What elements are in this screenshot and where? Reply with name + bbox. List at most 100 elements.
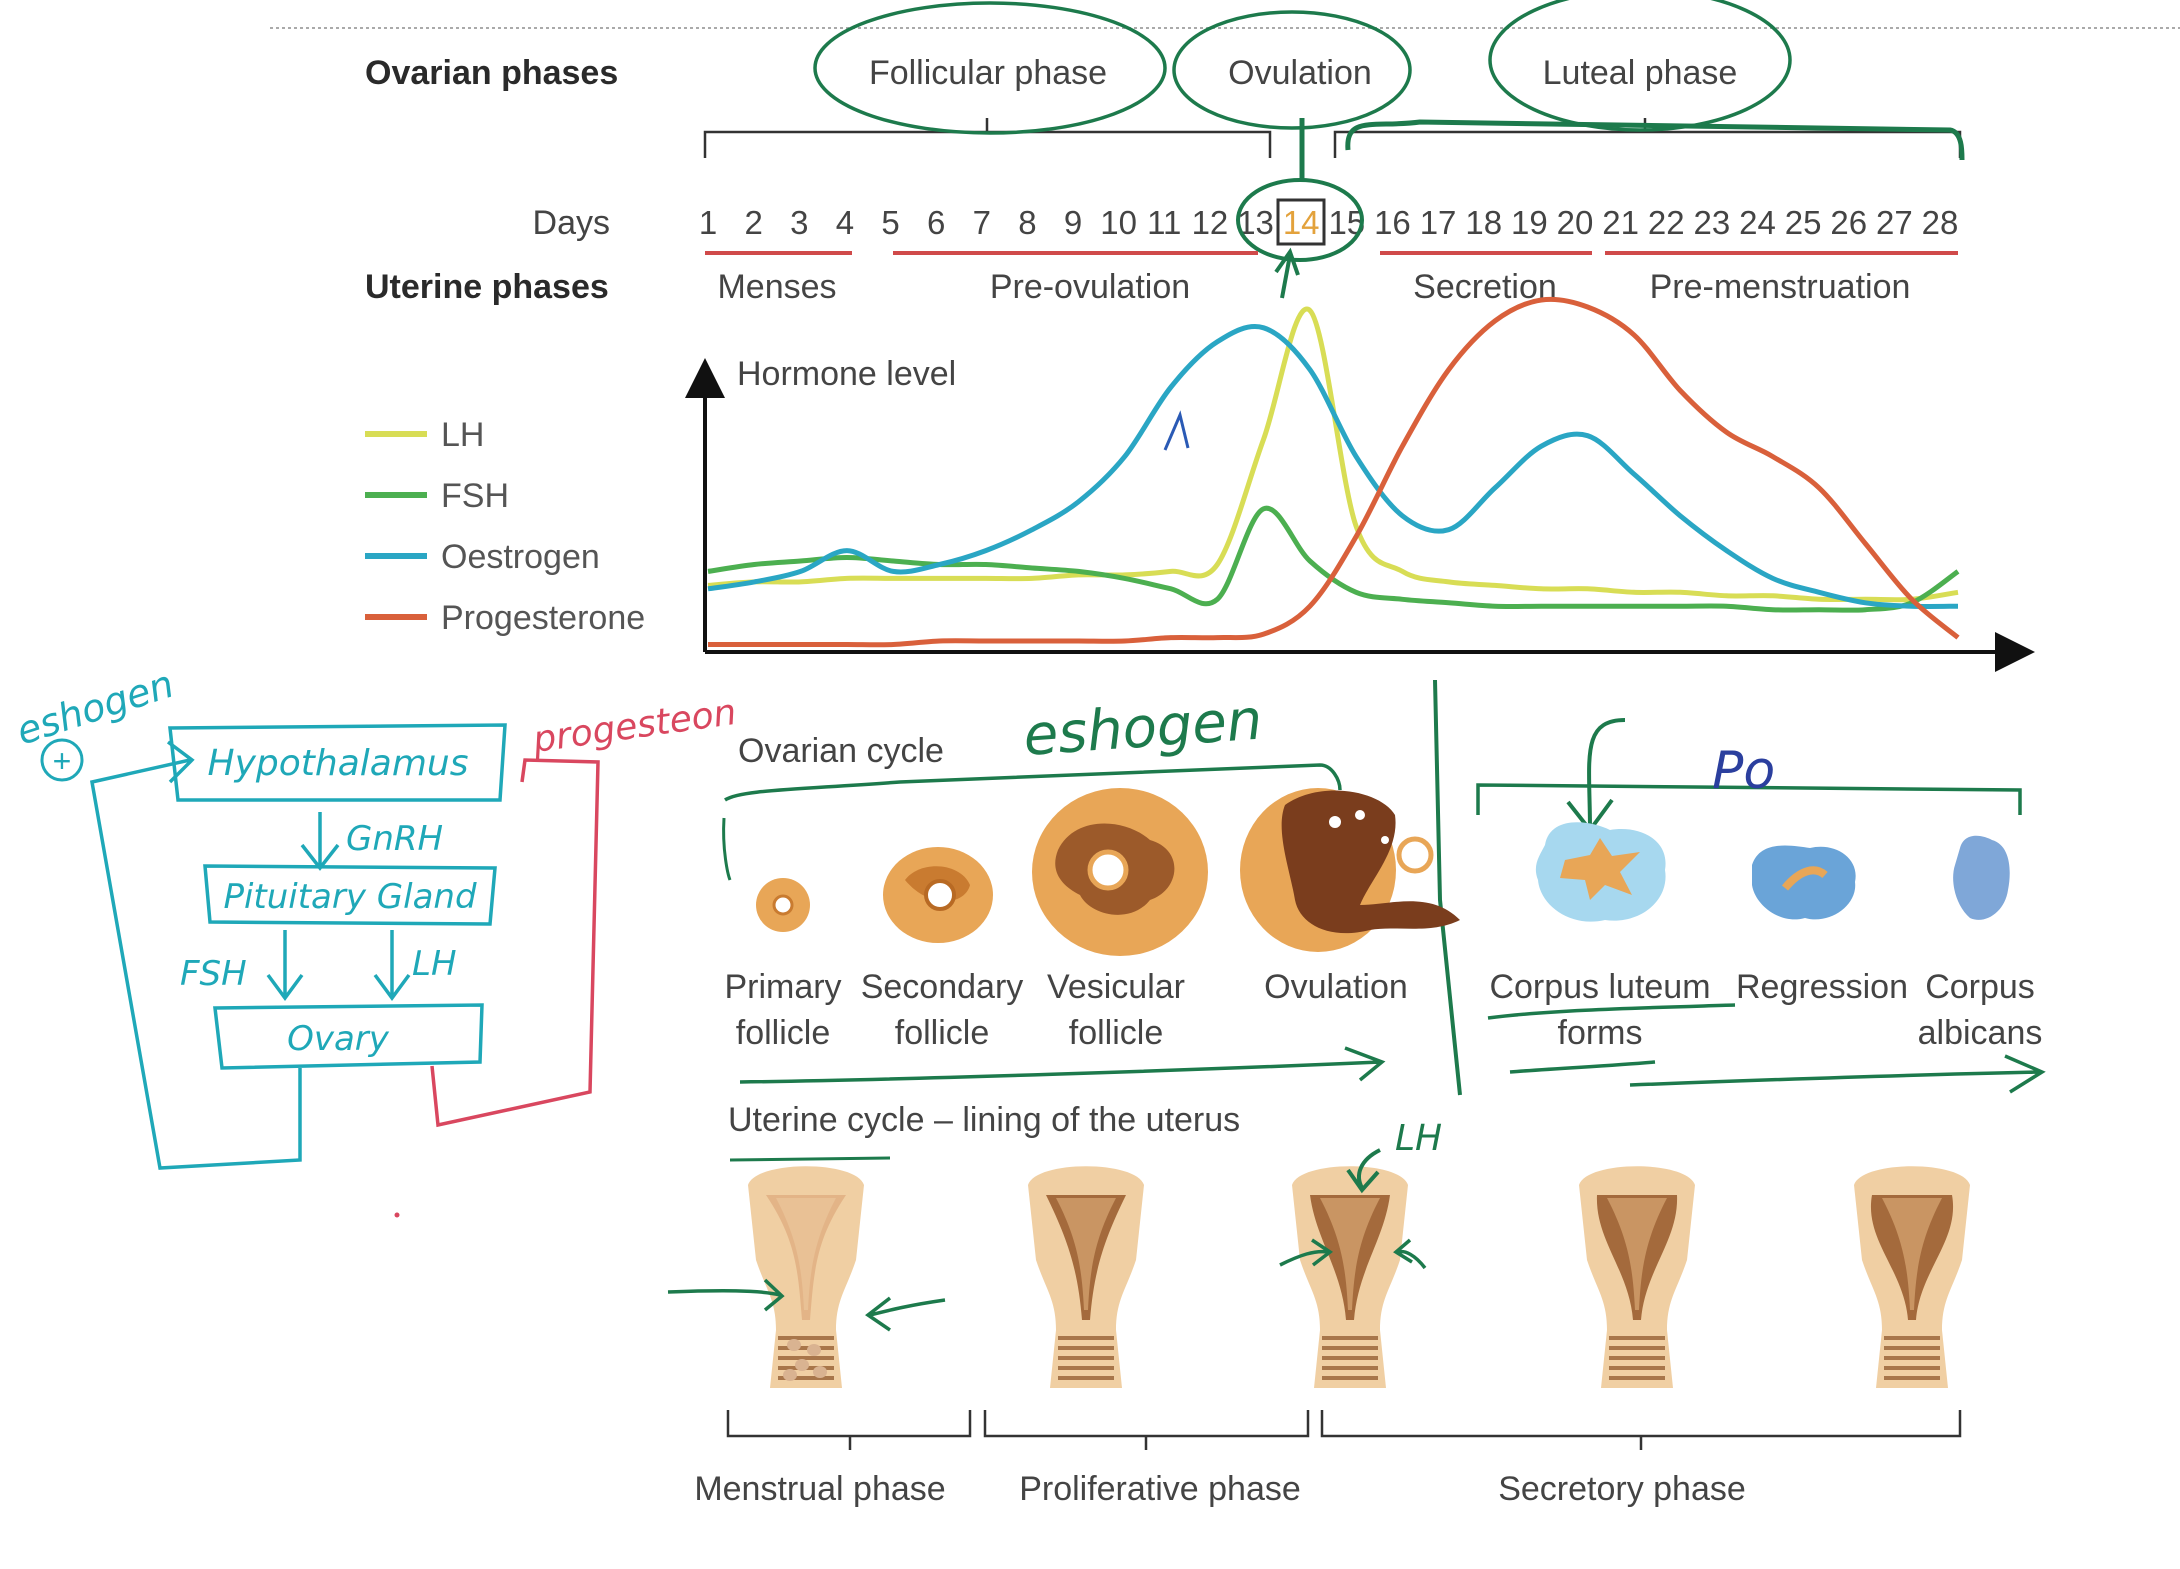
- lh-arrow: [373, 930, 411, 1001]
- plus-circle: [40, 738, 84, 782]
- proliferative-phase-label: Proliferative phase: [1019, 1470, 1301, 1508]
- estrogen-green-bracket: [724, 763, 1342, 802]
- luteal-progress-arrow: [1629, 1054, 2046, 1094]
- day-10: 10: [1100, 204, 1137, 241]
- legend-label-progesterone: Progesterone: [441, 599, 645, 637]
- day-6: 6: [927, 204, 945, 241]
- stage-secondary-line2: follicle: [895, 1014, 989, 1052]
- day-19: 19: [1511, 204, 1548, 241]
- uterine-phases-label: Uterine phases: [365, 268, 609, 306]
- follicular-circle: [813, 1, 1167, 135]
- pituitary-box: [203, 864, 497, 926]
- luteal-circle: [1488, 0, 1792, 132]
- stage-corpus-albicans-line2: albicans: [1918, 1014, 2043, 1052]
- series-line-progesterone: [708, 296, 1960, 648]
- hormone-series: [707, 296, 1960, 648]
- gnrh-label: GnRH: [346, 819, 443, 859]
- uterine-phase-pre-ovulation: Pre-ovulation: [990, 268, 1190, 306]
- progesterone-annotation-left: progesteon: [530, 692, 739, 761]
- uterine-phase-pre-menstruation: Pre-menstruation: [1650, 268, 1911, 306]
- feedback-loop-diagram: eshogen + progesteon Hypothalamus GnRH P…: [11, 662, 739, 1218]
- day-22: 22: [1648, 204, 1685, 241]
- regression-image: [1752, 845, 1856, 920]
- day-14: 14: [1283, 204, 1320, 241]
- ovary-label: Ovary: [287, 1019, 390, 1059]
- secretory-phase-label: Secretory phase: [1498, 1470, 1746, 1508]
- follicular-phase-label: Follicular phase: [869, 54, 1107, 92]
- progesterone-feedback-loop: [430, 758, 600, 1128]
- day-1: 1: [699, 204, 717, 241]
- stage-ovulation-line1: Ovulation: [1264, 968, 1408, 1006]
- day-27: 27: [1876, 204, 1913, 241]
- stage-corpus-luteum-line1: Corpus luteum: [1489, 968, 1710, 1006]
- day-28: 28: [1922, 204, 1959, 241]
- day-24: 24: [1739, 204, 1776, 241]
- day-11: 11: [1147, 204, 1181, 241]
- corpus-albicans-image: [1953, 835, 2010, 920]
- pituitary-label: Pituitary Gland: [223, 877, 477, 917]
- legend-label-fsh: FSH: [441, 477, 509, 515]
- follicle-progress-arrow: [739, 1046, 1386, 1084]
- uterine-title-underline: [729, 1156, 891, 1162]
- day-3: 3: [790, 204, 808, 241]
- progesterone-short-annotation: Po: [1712, 741, 1775, 801]
- uterus-illustrations: [748, 1166, 1970, 1388]
- day-14-circle: [1236, 178, 1364, 262]
- corpus-luteum-image: [1535, 822, 1666, 922]
- uterine-phase-menses: Menses: [717, 268, 836, 306]
- uterus-left-arrow-1: [667, 1278, 785, 1312]
- menstrual-phase-label: Menstrual phase: [694, 1470, 945, 1508]
- series-line-lh: [707, 306, 1959, 603]
- oestrogen-rise-arrow-note: [1163, 410, 1190, 451]
- stage-corpus-albicans-line1: Corpus: [1925, 968, 2035, 1006]
- stage-primary-line2: follicle: [736, 1014, 830, 1052]
- luteal-green-bracket: [1345, 119, 1965, 161]
- ovarian-phases-label: Ovarian phases: [365, 54, 618, 92]
- day-9: 9: [1064, 204, 1082, 241]
- corpus-luteum-arrow: [1566, 718, 1626, 834]
- day-20: 20: [1557, 204, 1594, 241]
- gnrh-arrow: [300, 812, 340, 871]
- uterus-image-4: [1579, 1166, 1695, 1388]
- primary-follicle-image: [756, 878, 810, 932]
- uterine-phase-brackets: [726, 1410, 1962, 1450]
- uterus-image-2: [1028, 1166, 1144, 1388]
- ovulation-circle: [1172, 10, 1412, 130]
- day-12: 12: [1192, 204, 1229, 241]
- chart-title: Hormone level: [737, 355, 956, 393]
- uterus-mid-arrow-left: [1279, 1238, 1334, 1267]
- day-2: 2: [744, 204, 762, 241]
- follicular-bracket: [703, 118, 1272, 158]
- secondary-follicle-image: [883, 847, 993, 943]
- progesterone-green-bracket: [1476, 783, 2022, 815]
- green-vertical-divider: [1433, 679, 1462, 1096]
- ovulation-phase-label: Ovulation: [1228, 54, 1372, 92]
- hypothalamus-label: Hypothalamus: [208, 743, 469, 784]
- legend-label-lh: LH: [441, 416, 484, 454]
- plus-sign: +: [53, 743, 72, 779]
- uterus-image-3: [1292, 1166, 1408, 1388]
- day-26: 26: [1830, 204, 1867, 241]
- series-line-oestrogen: [707, 324, 1959, 609]
- day-17: 17: [1420, 204, 1457, 241]
- uterus-mid-arrow-right: [1393, 1238, 1427, 1270]
- lh-arrow-to-uterus: [1346, 1148, 1381, 1194]
- ovulation-arrowhead: [1274, 247, 1300, 276]
- uterus-image-5: [1854, 1166, 1970, 1388]
- day-25: 25: [1785, 204, 1822, 241]
- stage-regression-line1: Regression: [1736, 968, 1908, 1006]
- corpus-luteum-underline: [1487, 1003, 1736, 1020]
- day-7: 7: [973, 204, 991, 241]
- day-8: 8: [1018, 204, 1036, 241]
- uterus-image-1: [748, 1166, 864, 1388]
- lh-note-label: LH: [1395, 1118, 1442, 1159]
- series-line-fsh: [707, 505, 1960, 613]
- stage-vesicular-line2: follicle: [1069, 1014, 1163, 1052]
- day-16: 16: [1374, 204, 1411, 241]
- stage-secondary-line1: Secondary: [861, 968, 1024, 1006]
- stage-primary-line1: Primary: [724, 968, 841, 1006]
- stray-dot: [394, 1212, 400, 1218]
- ovulation-follicle-image: [1240, 788, 1460, 952]
